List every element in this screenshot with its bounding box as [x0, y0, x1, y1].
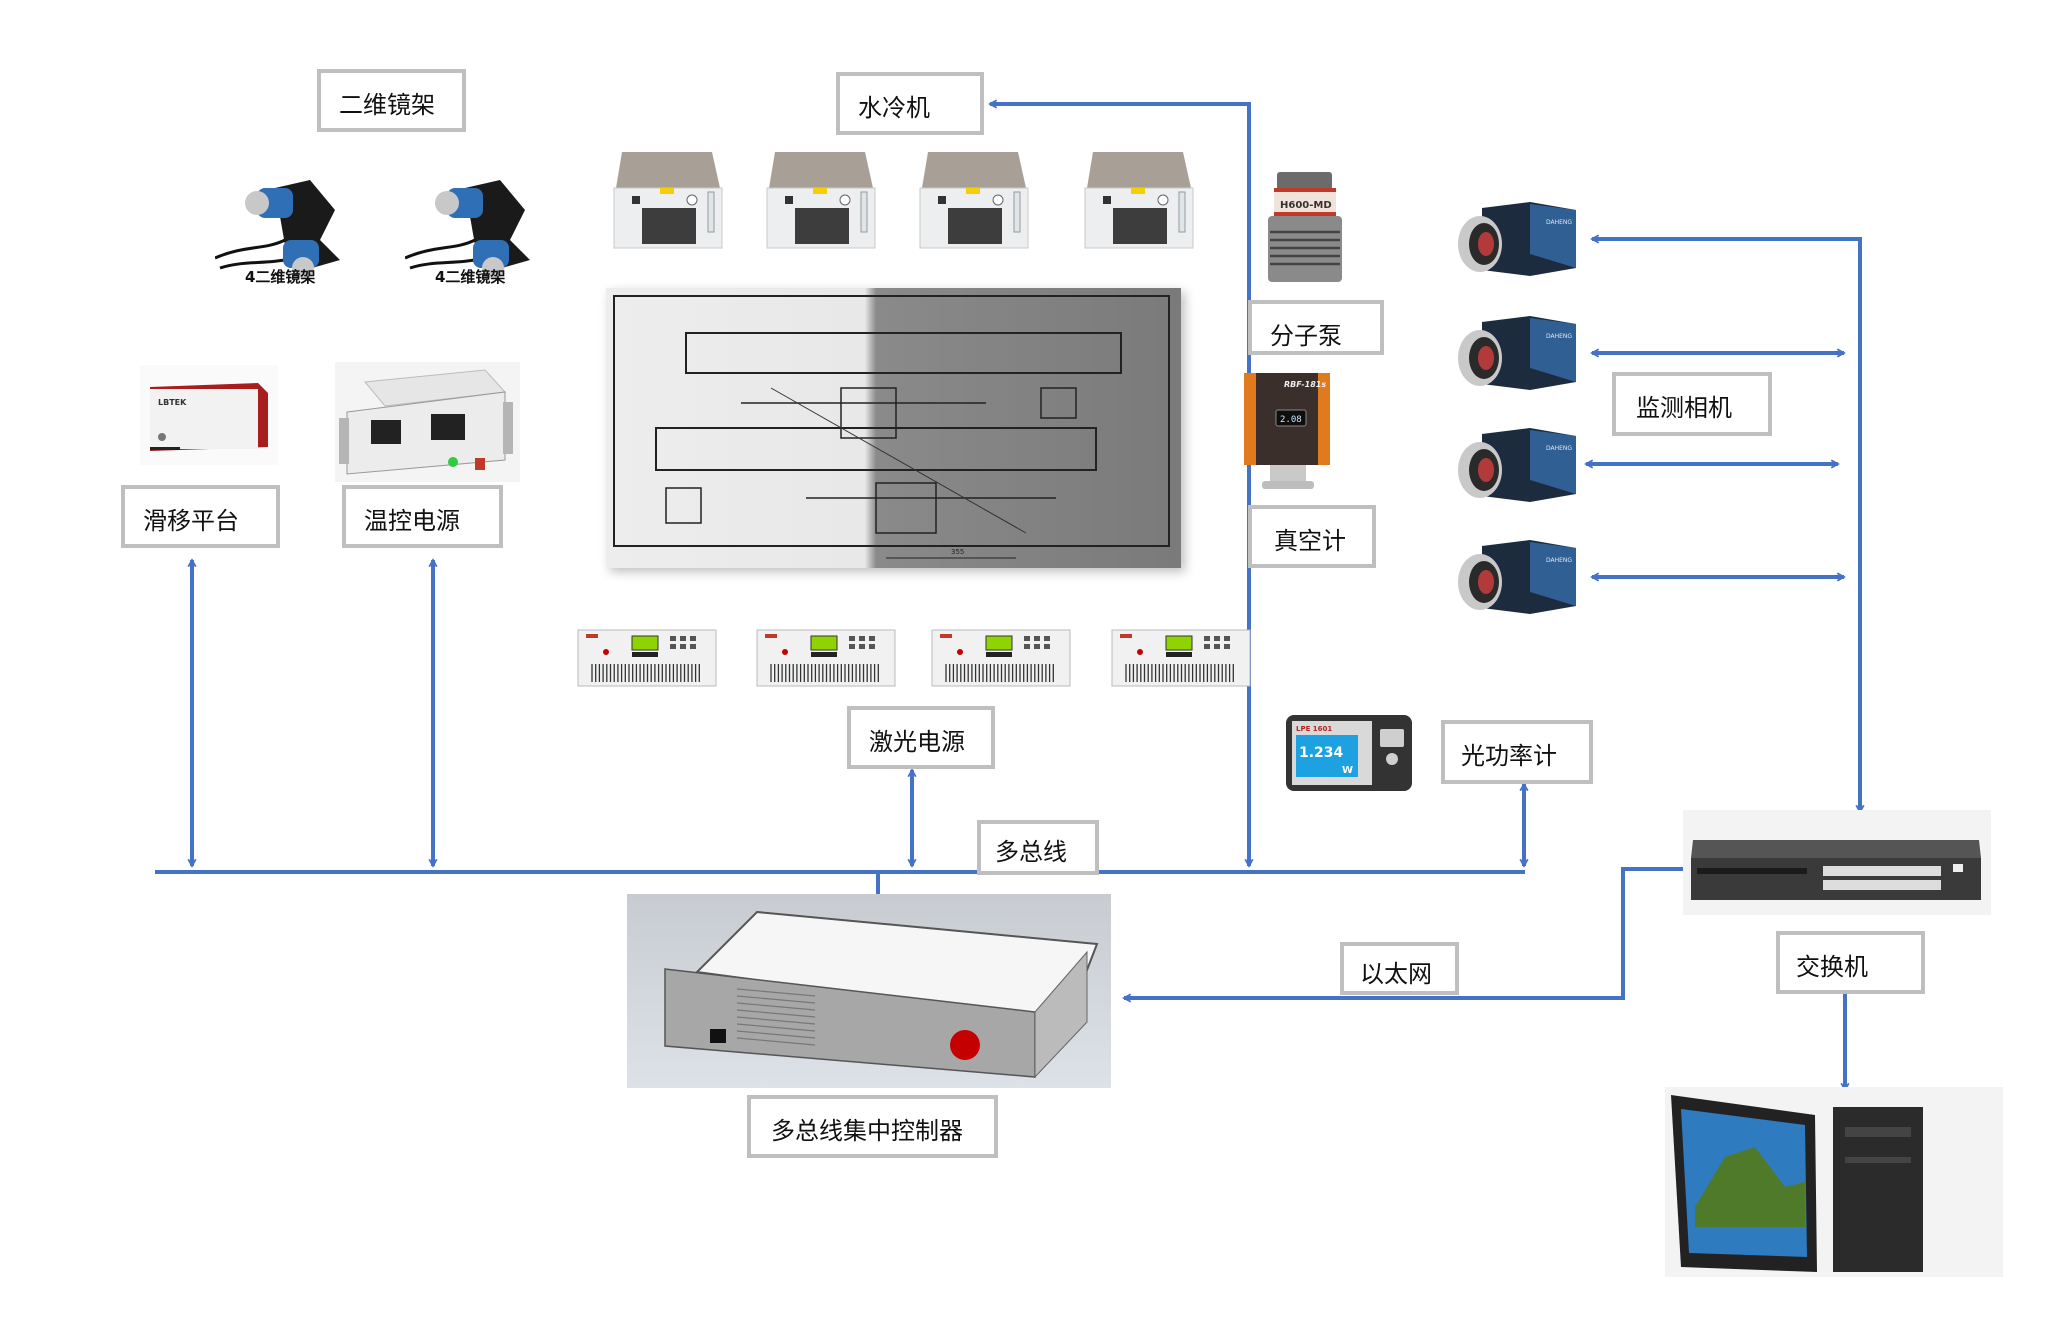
label-ethernet: 以太网 [1340, 942, 1459, 995]
molecular-pump-icon: H600-MD [1268, 172, 1342, 282]
label-molecular-pump: 分子泵 [1248, 300, 1384, 355]
optical-layout-drawing: 355 [606, 288, 1181, 568]
label-slide-stage: 滑移平台 [121, 485, 280, 548]
label-water-chiller: 水冷机 [836, 72, 984, 135]
label-monitor-camera: 监测相机 [1612, 372, 1772, 436]
label-vacuum-gauge: 真空计 [1248, 505, 1376, 568]
camera-icon: DAHENG [1458, 316, 1576, 390]
water-chiller-unit [765, 148, 877, 250]
vacuum-gauge: RBF-181s 2.08 [1240, 365, 1336, 495]
laser-power-unit [576, 626, 718, 688]
temp-control-icon [339, 369, 513, 475]
temp-control-device [335, 362, 520, 482]
meter-reading-text: 1.234 [1299, 745, 1344, 761]
label-power-meter: 光功率计 [1441, 720, 1593, 784]
label-temp-control-power: 温控电源 [342, 485, 503, 548]
mirror-mount-caption: 4二维镜架 [435, 268, 506, 286]
vacuum-gauge-icon: RBF-181s 2.08 [1244, 373, 1330, 489]
computer-device [1665, 1087, 2003, 1277]
mirror-mount-1: 4二维镜架 [214, 170, 355, 300]
label-text: 滑移平台 [143, 507, 239, 535]
power-meter-device: LPE 1601 1.234 W [1286, 715, 1412, 791]
mirror-mount-icon [404, 180, 530, 279]
slide-stage-device: LBTEK [140, 365, 278, 465]
label-mirror-mount: 二维镜架 [317, 69, 466, 132]
camera-icon: DAHENG [1458, 540, 1576, 614]
label-text: 交换机 [1796, 953, 1868, 981]
label-text: 多总线集中控制器 [771, 1117, 963, 1145]
label-text: 真空计 [1274, 527, 1346, 555]
svg-text:DAHENG: DAHENG [1546, 333, 1572, 340]
water-chiller-unit [1083, 148, 1195, 250]
camera-icon: DAHENG [1458, 428, 1576, 502]
label-text: 光功率计 [1461, 742, 1557, 770]
layout-dimension: 355 [951, 548, 964, 556]
mirror-mount-caption: 4二维镜架 [245, 268, 316, 286]
svg-text:DAHENG: DAHENG [1546, 557, 1572, 564]
gauge-reading-text: 2.08 [1280, 415, 1302, 425]
water-chiller-icon [613, 152, 723, 249]
label-laser-power: 激光电源 [847, 706, 995, 769]
water-chiller-icon [766, 152, 876, 249]
power-meter-icon: LPE 1601 1.234 W [1286, 715, 1412, 791]
camera-trunk-path [1592, 239, 1860, 812]
computer-icon [1671, 1095, 1923, 1272]
label-text: 以太网 [1360, 960, 1432, 988]
label-multi-bus: 多总线 [977, 820, 1099, 875]
monitor-camera-unit: DAHENG [1450, 194, 1588, 284]
svg-text:DAHENG: DAHENG [1546, 219, 1572, 226]
mirror-mount-icon [214, 180, 340, 279]
label-text: 水冷机 [858, 94, 930, 122]
monitor-camera-unit: DAHENG [1450, 308, 1588, 398]
water-chiller-unit [918, 148, 1030, 250]
laser-power-icon [1111, 629, 1251, 687]
label-switch: 交换机 [1776, 931, 1925, 994]
monitor-camera-unit: DAHENG [1450, 420, 1588, 510]
water-chiller-icon [1084, 152, 1194, 249]
label-text: 监测相机 [1636, 394, 1732, 422]
svg-text:DAHENG: DAHENG [1546, 445, 1572, 452]
laser-power-icon [756, 629, 896, 687]
label-text: 分子泵 [1270, 322, 1342, 350]
meter-unit-text: W [1342, 765, 1353, 776]
laser-power-unit [930, 626, 1072, 688]
laser-power-unit [755, 626, 897, 688]
slide-brand-text: LBTEK [158, 398, 187, 407]
label-controller: 多总线集中控制器 [747, 1095, 998, 1158]
pump-model-text: H600-MD [1280, 200, 1332, 211]
laser-power-icon [577, 629, 717, 687]
laser-power-unit [1110, 626, 1252, 688]
water-chiller-icon [919, 152, 1029, 249]
controller-icon [664, 910, 1099, 1079]
label-text: 激光电源 [869, 728, 965, 756]
layout-schematic: 355 [613, 295, 1170, 559]
laser-power-icon [931, 629, 1071, 687]
network-switch-device [1683, 810, 1991, 915]
camera-icon: DAHENG [1458, 202, 1576, 276]
slide-stage-icon: LBTEK [150, 383, 268, 451]
molecular-pump: H600-MD [1262, 170, 1347, 292]
label-text: 二维镜架 [339, 91, 435, 119]
controller-device [627, 894, 1111, 1088]
label-text: 温控电源 [364, 507, 460, 535]
label-text: 多总线 [995, 838, 1067, 866]
water-chiller-unit [612, 148, 724, 250]
meter-model-text: LPE 1601 [1296, 725, 1332, 733]
monitor-camera-unit: DAHENG [1450, 532, 1588, 622]
switch-icon [1691, 840, 1981, 900]
gauge-model-text: RBF-181s [1284, 380, 1326, 389]
mirror-mount-2: 4二维镜架 [404, 170, 545, 300]
